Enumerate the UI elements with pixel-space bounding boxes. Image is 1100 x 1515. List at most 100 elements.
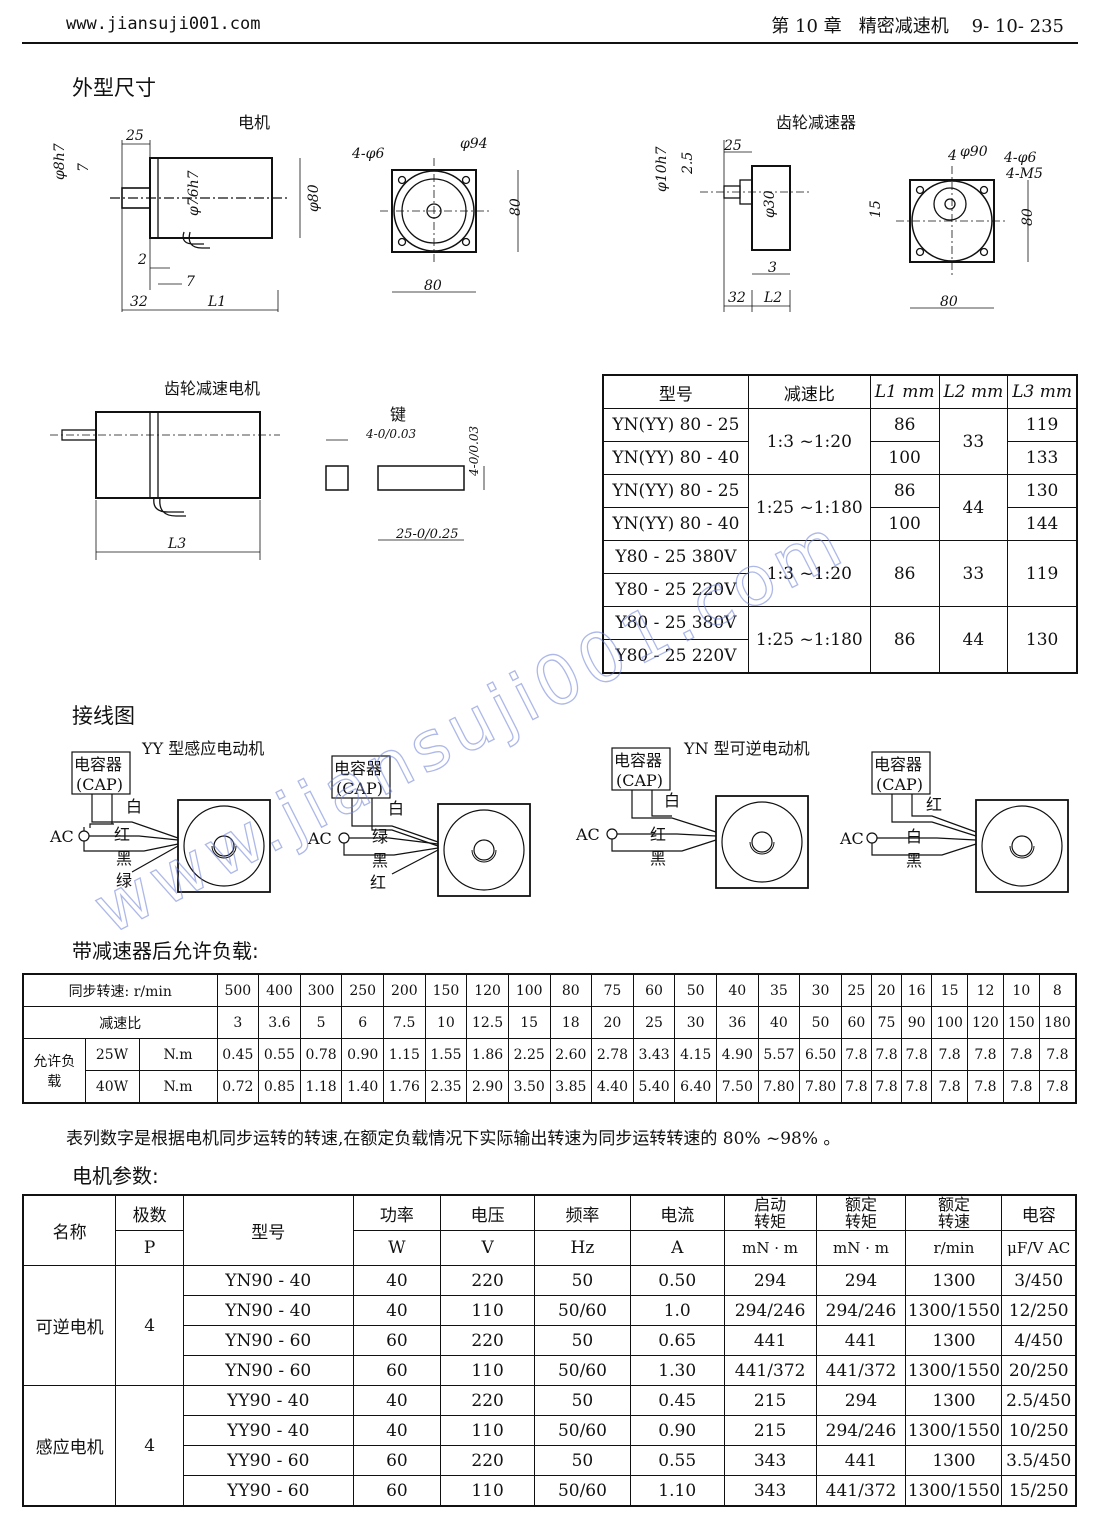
table-cell: 50/60 <box>534 1415 631 1446</box>
table-row: Y80 - 25 220V <box>602 639 1077 674</box>
table-cell: 1300/1550 <box>905 1415 1003 1446</box>
table-cell: 50 <box>674 973 717 1007</box>
svg-text:www.jiansuji001.com: www.jiansuji001.com <box>82 502 859 950</box>
table-cell: 7.8 <box>1002 1038 1040 1071</box>
svg-text:φ80: φ80 <box>306 184 322 212</box>
yn-title: YN 型可逆电动机 <box>683 739 810 758</box>
section-outline-title: 外型尺寸 <box>72 76 156 100</box>
table-cell: 294/246 <box>815 1295 907 1326</box>
table-header-row: 名称 极数 型号 功率 电压 频率 电流 启动转矩 额定转矩 额定转速 电容 <box>22 1194 1077 1266</box>
wiring-diagram-4: 电容器 (CAP) 红 AC 白 黑 <box>839 751 1069 893</box>
svg-text:2: 2 <box>137 252 147 268</box>
svg-text:3: 3 <box>768 260 777 276</box>
svg-text:4-0/0.03: 4-0/0.03 <box>467 426 481 477</box>
table-cell: 3.43 <box>632 1038 676 1071</box>
svg-text:白: 白 <box>126 797 142 816</box>
table-cell: 2.60 <box>549 1038 593 1071</box>
table-cell: 4/450 <box>1001 1325 1077 1356</box>
table-cell: 400 <box>258 973 301 1007</box>
table-cell: 7.8 <box>901 1038 933 1071</box>
svg-text:4-φ6: 4-φ6 <box>1003 150 1036 166</box>
svg-text:(CAP): (CAP) <box>616 771 663 790</box>
table-cell: 3.50 <box>507 1070 551 1104</box>
svg-text:红: 红 <box>114 825 130 844</box>
table-cell: 441 <box>723 1325 817 1356</box>
table-cell: 1300 <box>905 1265 1003 1296</box>
table-cell: 3.85 <box>549 1070 593 1104</box>
key-title: 键 <box>390 405 406 424</box>
table-cell: 343 <box>723 1475 817 1507</box>
svg-text:L2: L2 <box>763 290 782 306</box>
wiring-diagrams: YY 型感应电动机 YN 型可逆电动机 电容器 (CAP) 白 AC 红 黑 绿… <box>49 739 1069 897</box>
table-cell: 1300/1550 <box>905 1475 1003 1507</box>
footnote: 表列数字是根据电机同步运转的转速,在额定负载情况下实际输出转速为同步运转转速的 … <box>66 1129 841 1149</box>
pole-count: 4 <box>115 1385 184 1507</box>
table-cell: 2.78 <box>591 1038 634 1071</box>
table-cell: 7.8 <box>1038 1070 1077 1104</box>
svg-text:电容器: 电容器 <box>334 759 382 778</box>
table-cell: 4.40 <box>591 1070 634 1104</box>
table-cell: YY90 - 40 <box>183 1385 354 1416</box>
svg-text:电容器: 电容器 <box>874 755 922 774</box>
wiring-diagram-2: 电容器 (CAP) 白 AC 绿 黑 红 <box>307 755 531 897</box>
table-cell: 40 <box>352 1415 442 1446</box>
svg-text:L3: L3 <box>167 536 186 552</box>
gearbox-side-view: 齿轮减速器 25 φ10h7 2.5 φ30 3 32 L2 <box>654 113 856 312</box>
table-cell: 1.86 <box>466 1038 509 1071</box>
table-cell: 40 <box>716 973 759 1007</box>
table-cell: 500 <box>216 973 260 1007</box>
header-rule <box>22 42 1078 44</box>
gearbox-front-view: 4 φ90 4-φ6 4-M5 15 80 80 <box>868 144 1043 310</box>
svg-text:白: 白 <box>664 791 680 810</box>
table-cell: 90 <box>901 1006 933 1039</box>
table-cell: 5 <box>299 1006 343 1039</box>
table-cell: 2.25 <box>507 1038 551 1071</box>
page-header: www.jiansuji001.com 第 10 章 精密减速机 9- 10- … <box>0 8 1100 44</box>
table-cell: 7.8 <box>1038 1038 1077 1071</box>
table-cell: 20/250 <box>1001 1355 1077 1386</box>
table-cell: 1300 <box>905 1385 1003 1416</box>
table-cell: YN90 - 60 <box>183 1355 354 1386</box>
svg-text:80: 80 <box>424 278 442 294</box>
svg-text:25: 25 <box>723 138 742 154</box>
table-cell: 75 <box>870 1006 903 1039</box>
table-cell: 1.55 <box>424 1038 468 1071</box>
table-cell: 12/250 <box>1001 1295 1077 1326</box>
table-cell: 1.30 <box>629 1355 725 1386</box>
yy-title: YY 型感应电动机 <box>141 739 264 758</box>
table-cell: 60 <box>632 973 676 1007</box>
table-cell: 1300 <box>905 1325 1003 1356</box>
svg-text:白: 白 <box>906 827 922 846</box>
table-cell: 10/250 <box>1001 1415 1077 1446</box>
table-cell: 7.8 <box>901 1070 933 1104</box>
table-cell: 30 <box>799 973 842 1007</box>
table-cell: 0.55 <box>258 1038 301 1071</box>
svg-text:32: 32 <box>130 294 148 310</box>
table-cell: 0.78 <box>299 1038 343 1071</box>
table-cell: 50/60 <box>534 1355 631 1386</box>
table-cell: 1.10 <box>629 1475 725 1507</box>
svg-text:32: 32 <box>728 290 746 306</box>
table-cell: 0.45 <box>629 1385 725 1416</box>
group-name: 可逆电机 <box>22 1265 117 1386</box>
table-cell: 0.85 <box>258 1070 301 1104</box>
table-cell: 0.55 <box>629 1445 725 1476</box>
site-url[interactable]: www.jiansuji001.com <box>66 14 261 34</box>
table-cell: 215 <box>723 1415 817 1446</box>
svg-text:25-0/0.25: 25-0/0.25 <box>395 527 459 542</box>
table-cell: 60 <box>352 1355 442 1386</box>
pole-count: 4 <box>115 1265 184 1386</box>
table-cell: 220 <box>440 1325 536 1356</box>
table-cell: 7.8 <box>840 1070 872 1104</box>
svg-text:80: 80 <box>1020 208 1036 226</box>
